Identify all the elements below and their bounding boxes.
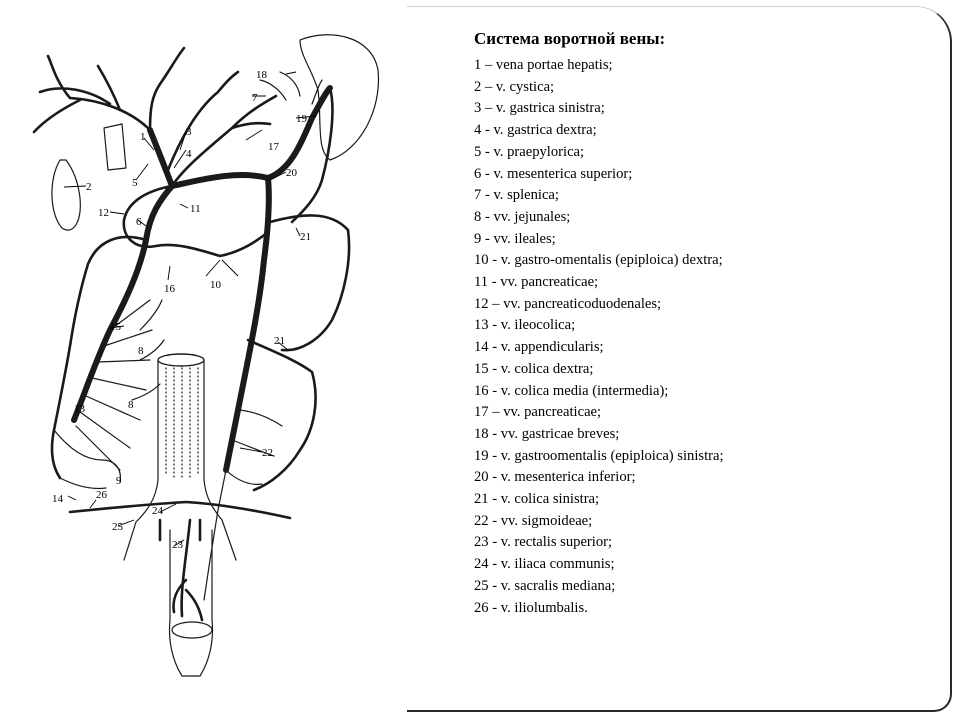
spleen-outline bbox=[299, 34, 380, 161]
legend-item: 18 - vv. gastricae breves; bbox=[474, 425, 620, 442]
legend-item: 25 - v. sacralis mediana; bbox=[474, 577, 616, 594]
figure-label-14: 14 bbox=[52, 493, 64, 505]
rectum-opening bbox=[171, 621, 213, 639]
legend-item: 15 - v. colica dextra; bbox=[474, 360, 594, 377]
legend-item: 1 – vena portae hepatis; bbox=[474, 57, 613, 73]
rectalis-superior bbox=[172, 518, 204, 622]
colica-sinistra bbox=[246, 214, 351, 492]
gastroomentalis-sinistra bbox=[290, 86, 334, 224]
legend-item: 16 - v. colica media (intermedia); bbox=[474, 382, 669, 399]
hepatic-branches bbox=[32, 46, 186, 134]
legend-item: 2 – v. cystica; bbox=[474, 78, 555, 95]
iliac-veins bbox=[68, 500, 292, 542]
legend-item: 7 - v. splenica; bbox=[474, 187, 559, 204]
figure-label-22: 22 bbox=[262, 447, 273, 459]
legend-item: 5 - v. praepylorica; bbox=[474, 143, 585, 160]
figure-label-8a: 8 bbox=[138, 345, 144, 357]
splenic-vein bbox=[169, 85, 333, 189]
legend-item: 20 - v. mesenterica inferior; bbox=[474, 469, 636, 486]
gallbladder-outline bbox=[51, 159, 81, 231]
legend-item: 8 - vv. jejunales; bbox=[474, 208, 571, 225]
legend-item: 6 - v. mesenterica superior; bbox=[474, 165, 633, 182]
figure-label-18: 18 bbox=[256, 69, 268, 81]
figure-label-15: 15 bbox=[110, 321, 122, 333]
figure-label-8b: 8 bbox=[128, 399, 134, 411]
legend-item: 14 - v. appendicularis; bbox=[474, 339, 604, 356]
legend-item: 23 - v. rectalis superior; bbox=[474, 534, 613, 551]
legend-item: 24 - v. iliaca communis; bbox=[474, 556, 615, 573]
legend-item: 21 - v. colica sinistra; bbox=[474, 491, 600, 508]
legend-item: 19 - v. gastroomentalis (epiploica) sini… bbox=[474, 447, 724, 464]
label-leaders bbox=[63, 71, 317, 547]
figure-label-7: 7 bbox=[252, 92, 258, 104]
legend-panel: Система воротной вены: 1 – vena portae h… bbox=[407, 6, 952, 712]
figure-label-6: 6 bbox=[136, 216, 142, 228]
legend-item: 13 - v. ileocolica; bbox=[474, 317, 576, 334]
superior-mesenteric-vein bbox=[71, 183, 175, 423]
figure-label-4: 4 bbox=[186, 148, 192, 160]
duodenum-stub bbox=[103, 123, 127, 171]
gastric-veins bbox=[166, 70, 278, 188]
panel-title: Система воротной вены: bbox=[474, 29, 666, 48]
short-gastric-veins bbox=[259, 71, 323, 105]
portal-vein-diagram: 1 2 3 4 5 6 7 8 8 9 10 11 12 13 14 15 16… bbox=[32, 34, 380, 677]
figure-label-3: 3 bbox=[186, 126, 192, 138]
figure-label-21a: 21 bbox=[300, 231, 311, 243]
ileocolic-arcade bbox=[53, 429, 121, 490]
figure-label-19: 19 bbox=[296, 113, 308, 125]
legend-item: 10 - v. gastro-omentalis (epiploica) dex… bbox=[474, 252, 723, 269]
aorta-cylinder bbox=[123, 359, 237, 561]
figure-label-5: 5 bbox=[132, 177, 138, 189]
figure-label-20: 20 bbox=[286, 167, 298, 179]
figure-label-1: 1 bbox=[140, 131, 146, 143]
figure-label-17: 17 bbox=[268, 141, 280, 153]
rectum-outline bbox=[168, 529, 214, 677]
pancreaticoduodenal-loop bbox=[122, 184, 270, 258]
figure-label-2: 2 bbox=[86, 181, 92, 193]
sigmoid-branches bbox=[203, 409, 283, 601]
legend-item: 4 - v. gastrica dextra; bbox=[474, 122, 597, 139]
figure-label-10: 10 bbox=[210, 279, 222, 291]
portal-vein bbox=[147, 127, 175, 189]
legend-item: 11 - vv. pancreaticae; bbox=[474, 274, 599, 291]
figure-label-25: 25 bbox=[112, 521, 124, 533]
figure-label-16: 16 bbox=[164, 283, 176, 295]
mesenteric-inferior-vein bbox=[223, 175, 272, 473]
aorta-hatching bbox=[165, 367, 199, 481]
legend-item: 9 - vv. ileales; bbox=[474, 230, 556, 247]
figure-label-12: 12 bbox=[98, 207, 109, 219]
figure-label-24: 24 bbox=[152, 505, 164, 517]
figure-label-9: 9 bbox=[116, 475, 122, 487]
legend-item: 17 – vv. pancreaticae; bbox=[474, 404, 602, 421]
figure-label-13: 13 bbox=[74, 403, 86, 415]
aorta-opening bbox=[157, 353, 205, 367]
jejunal-ileal-fan bbox=[75, 299, 165, 471]
figure-label-23: 23 bbox=[172, 539, 184, 551]
legend-item: 12 – vv. pancreaticoduodenales; bbox=[474, 295, 662, 312]
figure-label-21b: 21 bbox=[274, 335, 285, 347]
figure-label-11: 11 bbox=[190, 203, 201, 215]
legend-item: 22 - vv. sigmoideae; bbox=[474, 512, 593, 529]
legend-item: 26 - v. iliolumbalis. bbox=[474, 599, 588, 616]
figure-label-26: 26 bbox=[96, 489, 108, 501]
legend-list: 1 – vena portae hepatis; 2 – v. cystica;… bbox=[474, 55, 724, 619]
legend-item: 3 – v. gastrica sinistra; bbox=[474, 100, 605, 117]
right-colic-branches bbox=[50, 235, 148, 480]
